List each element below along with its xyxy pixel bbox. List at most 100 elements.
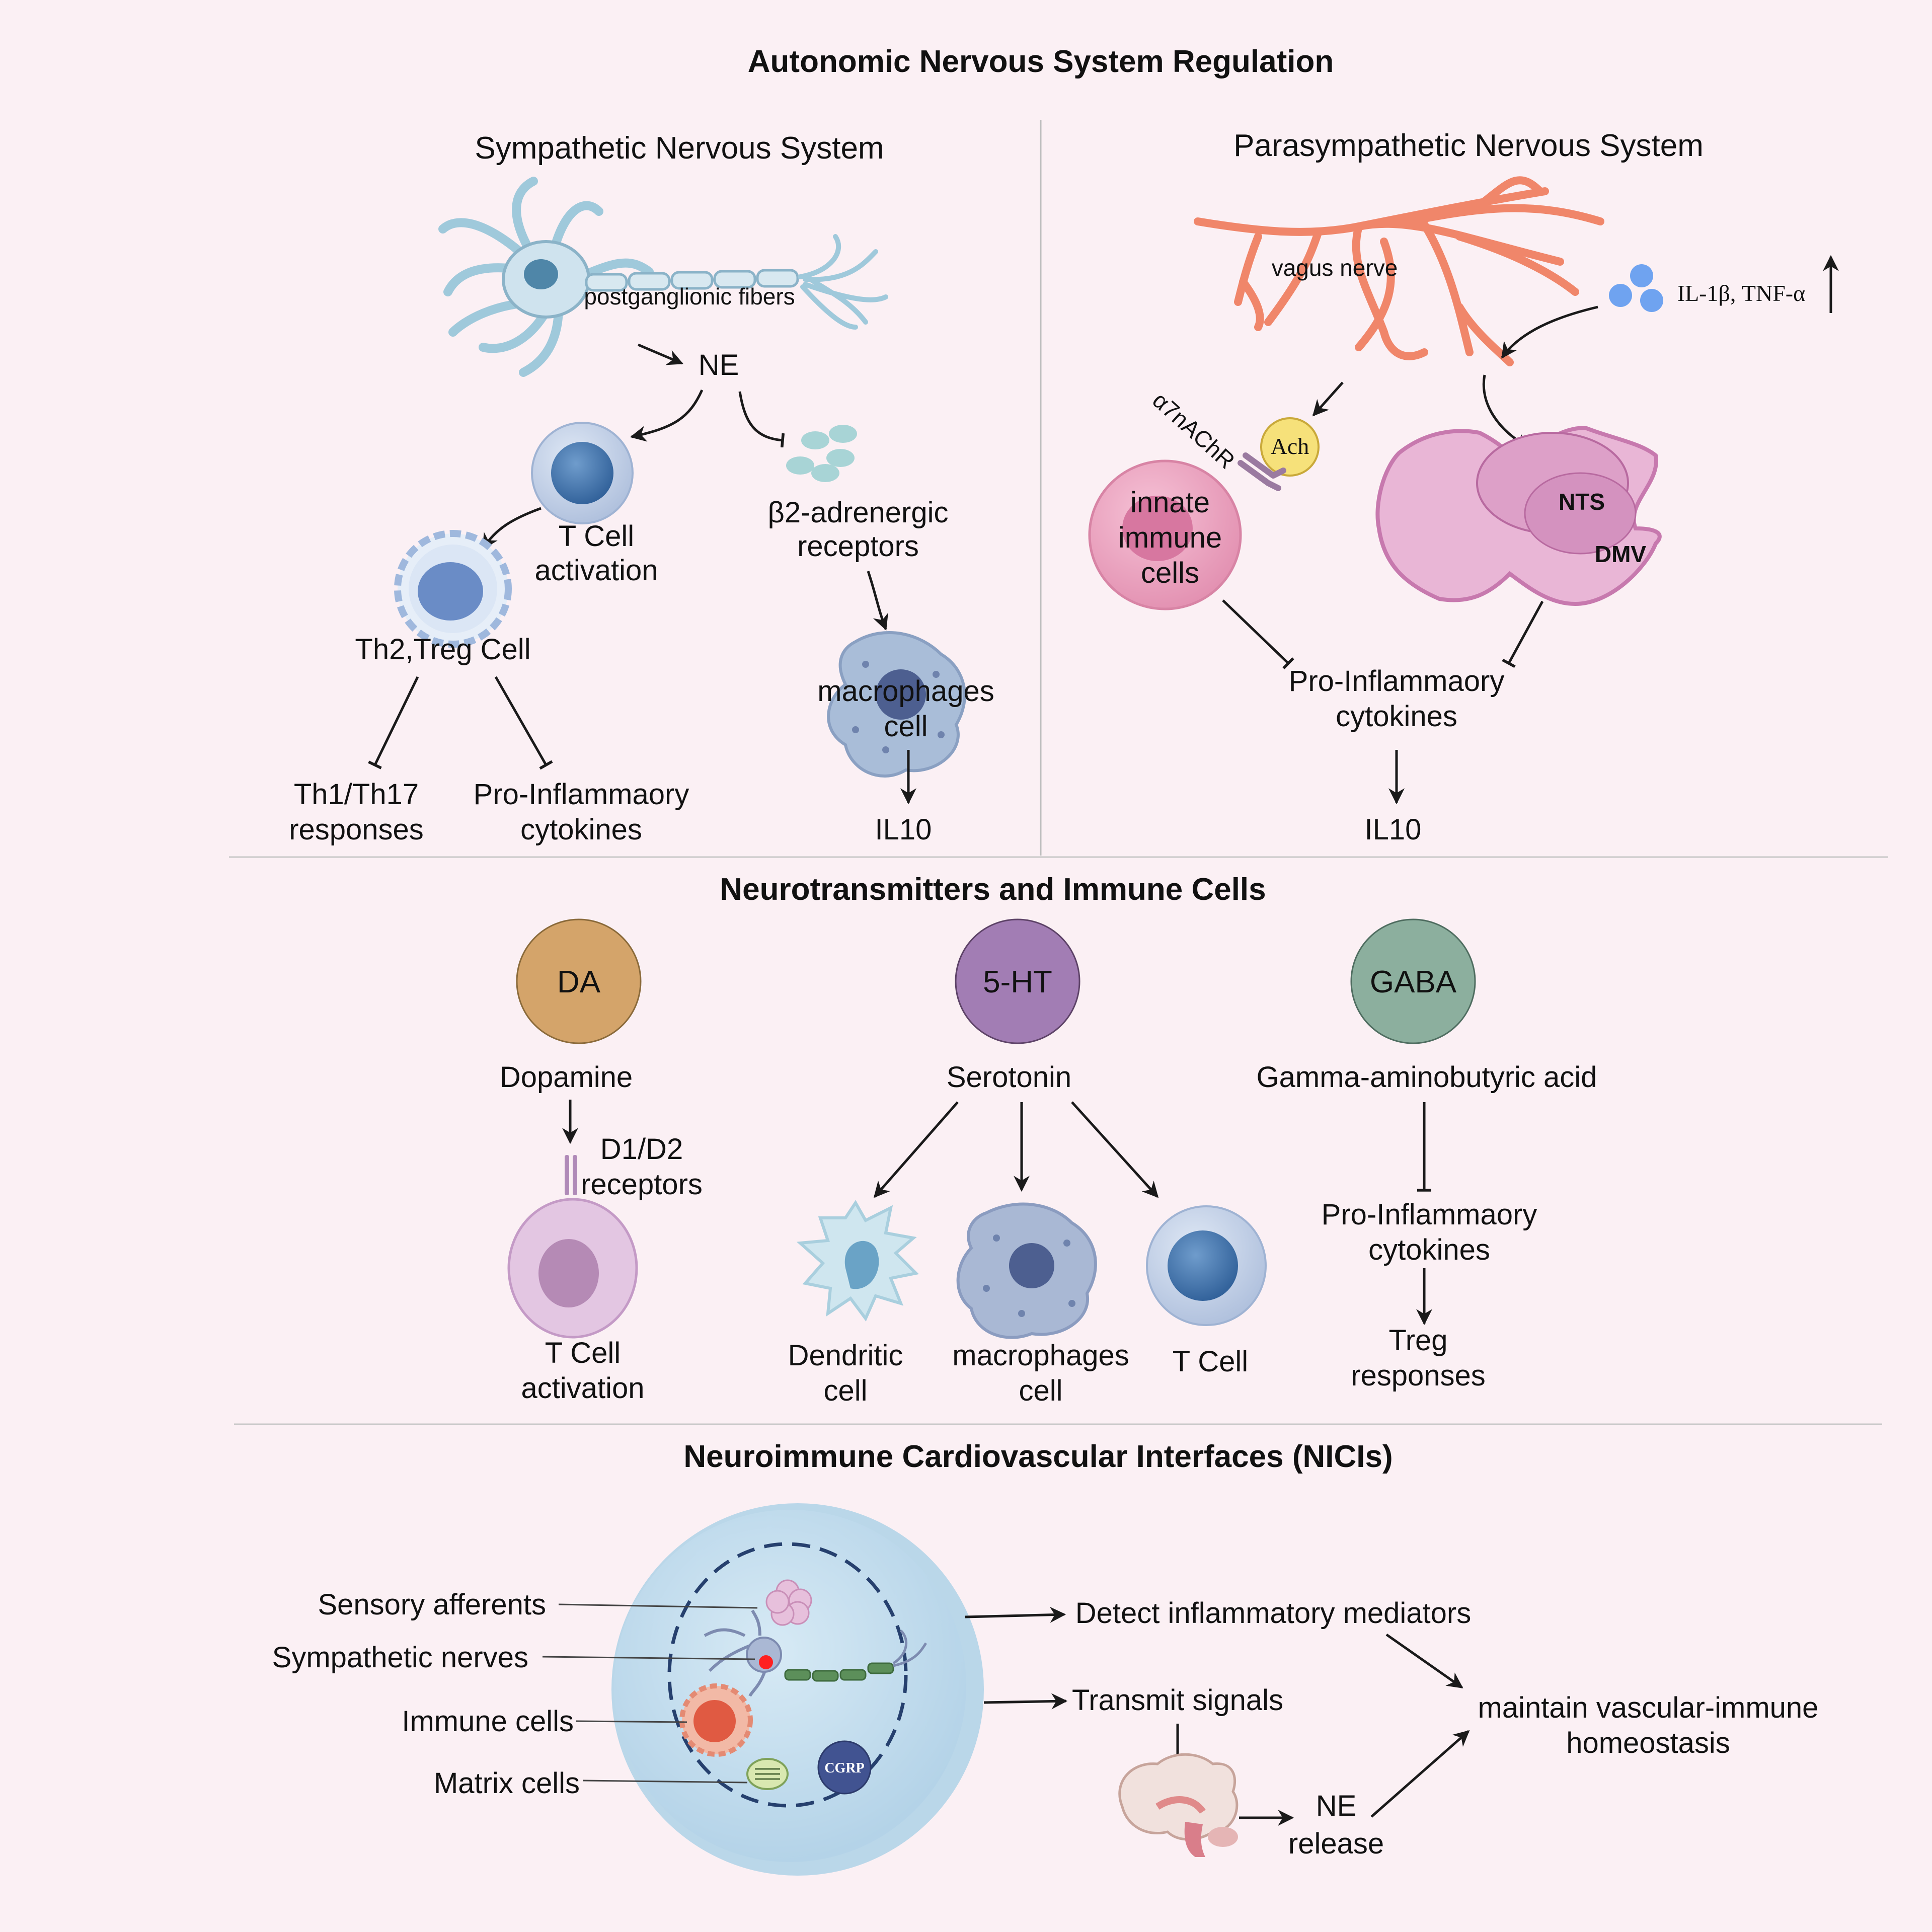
nt-macrophage-label-2: cell — [1019, 1374, 1062, 1407]
immune-cells-label: Immune cells — [402, 1705, 574, 1738]
macrophage-icon — [827, 631, 966, 778]
arrow-to-detect — [965, 1606, 1066, 1623]
vagus-nerve-icon — [1194, 176, 1604, 366]
nt-tcell-label: T Cell — [1173, 1345, 1248, 1378]
immune-leader — [576, 1720, 687, 1723]
parasympathetic-title: Parasympathetic Nervous System — [1233, 128, 1704, 163]
ach-molecule-icon — [1260, 417, 1320, 477]
innate-label-1: innate — [1130, 486, 1210, 519]
th2-treg-cell-icon — [394, 530, 512, 648]
ne-release-label-1: NE — [1316, 1790, 1357, 1822]
arrow-beta-to-macrophage — [867, 571, 888, 631]
maintain-label-2: homeostasis — [1566, 1727, 1730, 1759]
arrow-cytokines-to-brain — [1501, 305, 1598, 359]
arrow-to-transmit — [983, 1693, 1068, 1710]
dendritic-label-1: Dendritic — [788, 1339, 903, 1372]
cgrp-molecule-icon — [817, 1740, 872, 1795]
arrow-ne-to-maintain — [1370, 1730, 1470, 1818]
gaba-proinf-label-1: Pro-Inflammaory — [1322, 1198, 1537, 1231]
th2-treg-label: Th2,Treg Cell — [355, 633, 530, 666]
dopamine-label: Dopamine — [500, 1061, 633, 1094]
matrix-cell-icon — [746, 1758, 789, 1790]
sensory-leader — [558, 1603, 758, 1609]
gaba-badge — [1350, 918, 1476, 1044]
sensory-label: Sensory afferents — [318, 1588, 546, 1621]
d1d2-label-1: D1/D2 — [600, 1133, 683, 1166]
sympathetic-title: Sympathetic Nervous System — [475, 131, 884, 166]
beta2-label-1: β2-adrenergic — [768, 496, 949, 529]
gaba-name-label: Gamma-aminobutyric acid — [1257, 1061, 1597, 1094]
arrow-vagus-to-ach — [1312, 381, 1344, 417]
arrow-serotonin-to-dendritic — [873, 1101, 959, 1198]
a7nachr-receptor-icon — [1238, 452, 1286, 491]
treg-label-2: responses — [1351, 1359, 1486, 1392]
matrix-leader — [582, 1780, 748, 1784]
da-badge — [516, 918, 642, 1044]
main-title: Autonomic Nervous System Regulation — [748, 44, 1334, 79]
d1d2-label-2: receptors — [581, 1168, 703, 1201]
dendritic-label-2: cell — [823, 1374, 867, 1407]
arrow-fibers-to-ne — [638, 343, 683, 365]
block-ne-to-beta — [738, 391, 785, 448]
treg-label-1: Treg — [1388, 1324, 1447, 1357]
arrow-serotonin-to-tcell — [1071, 1101, 1159, 1198]
para-proinf-label-1: Pro-Inflammaory — [1289, 665, 1505, 698]
nt-macrophage-label-1: macrophages — [952, 1339, 1129, 1372]
cytokine-particles-icon — [1609, 264, 1663, 312]
sympathetic-nerves-label: Sympathetic nerves — [272, 1641, 528, 1674]
brainstem-section-icon — [1375, 425, 1662, 606]
cgrp-label: CGRP — [824, 1760, 864, 1776]
neurotransmitters-title: Neurotransmitters and Immune Cells — [720, 872, 1266, 907]
t-cell-icon — [531, 422, 634, 524]
block-th2-to-proinf — [494, 676, 553, 770]
block-innate-to-proinf — [1222, 599, 1294, 670]
para-il10-label: IL10 — [1365, 813, 1422, 846]
nt-macrophage-icon — [956, 1202, 1097, 1339]
sym-macrophage-label-1: macrophages — [817, 675, 994, 708]
vagus-nerve-label: vagus nerve — [1272, 255, 1398, 281]
innate-immune-cell-icon — [1088, 459, 1242, 610]
gaba-proinf-label-2: cytokines — [1368, 1233, 1490, 1266]
th1-th17-label-2: responses — [289, 813, 424, 846]
nt-t-cell-icon — [1146, 1205, 1267, 1326]
5ht-badge — [955, 918, 1080, 1044]
da-tcell-label-1: T Cell — [545, 1337, 621, 1369]
sympathetic-leader — [542, 1656, 755, 1660]
arrow-ne-to-tcell — [630, 389, 704, 442]
matrix-cells-label: Matrix cells — [434, 1767, 580, 1800]
arrow-tcell-to-th2 — [482, 507, 542, 550]
da-abbr: DA — [557, 965, 601, 999]
d1d2-receptor-icon — [565, 1155, 577, 1195]
vessel-cross-section-icon — [611, 1503, 984, 1876]
postganglionic-label: postganglionic fibers — [584, 283, 795, 310]
detect-label: Detect inflammatory mediators — [1075, 1597, 1471, 1630]
gaba-abbr: GABA — [1370, 965, 1457, 999]
dendritic-cell-icon — [796, 1200, 919, 1322]
beta2-label-2: receptors — [797, 530, 919, 563]
transmit-label: Transmit signals — [1072, 1684, 1283, 1717]
nici-title: Neuroimmune Cardiovascular Interfaces (N… — [683, 1439, 1393, 1474]
dmv-label: DMV — [1595, 541, 1647, 567]
innate-label-2: immune — [1118, 521, 1222, 554]
arrow-detect-to-maintain — [1385, 1633, 1463, 1689]
da-t-cell-icon — [507, 1198, 638, 1339]
neuron-icon — [438, 177, 888, 377]
ne-release-label-2: release — [1288, 1827, 1384, 1860]
receptor-vesicles-icon — [786, 425, 857, 482]
sym-proinf-label-2: cytokines — [520, 813, 642, 846]
para-proinf-label-2: cytokines — [1336, 700, 1457, 733]
t-cell-activation-label-1: T Cell — [559, 520, 634, 553]
sym-proinf-label-1: Pro-Inflammaory — [474, 778, 689, 811]
ach-label: Ach — [1271, 433, 1309, 459]
nts-label: NTS — [1559, 489, 1605, 515]
innate-label-3: cells — [1141, 557, 1199, 589]
maintain-label-1: maintain vascular-immune — [1478, 1691, 1819, 1724]
block-th2-to-th1 — [368, 676, 419, 769]
brain-icon — [1118, 1753, 1239, 1857]
il1b-tnfa-label: IL-1β, TNF-α — [1677, 280, 1805, 306]
block-brainstem-to-proinf — [1502, 600, 1544, 668]
ne-label: NE — [699, 349, 739, 381]
da-tcell-label-2: activation — [521, 1372, 644, 1405]
t-cell-activation-label-2: activation — [534, 554, 658, 587]
